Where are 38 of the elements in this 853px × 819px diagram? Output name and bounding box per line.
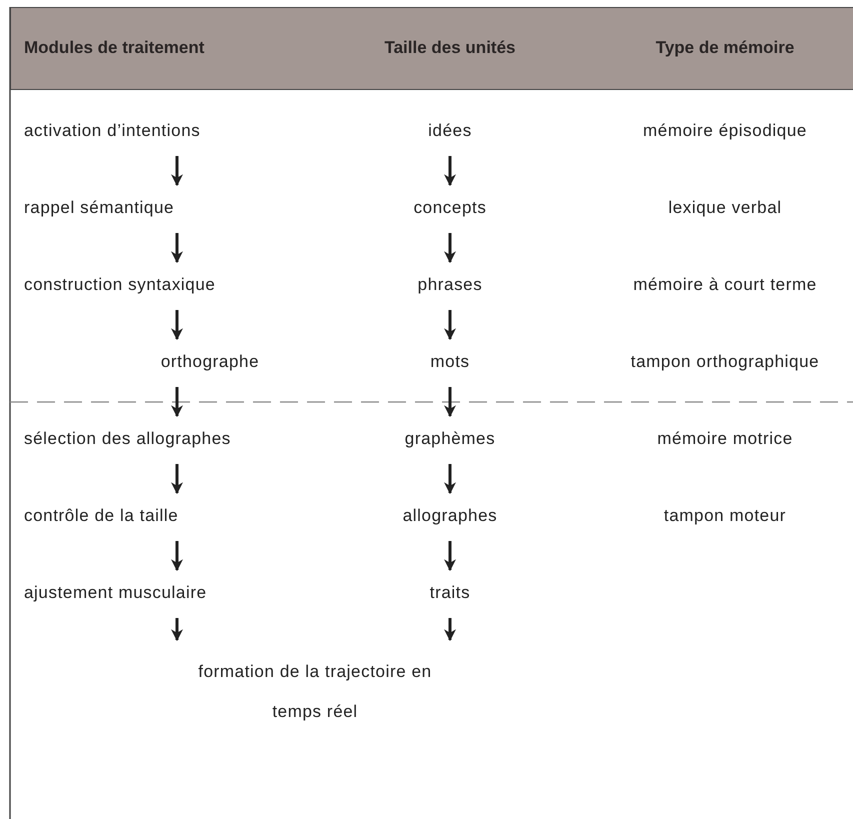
- arrow: [444, 387, 456, 418]
- process-label: sélection des allographes: [24, 428, 231, 450]
- arrow: [171, 310, 183, 340]
- arrow: [171, 618, 183, 642]
- process-label: idées: [428, 120, 472, 142]
- process-label: formation de la trajectoire en temps réel: [190, 652, 440, 732]
- arrow: [171, 233, 183, 264]
- memory-type-label: tampon moteur: [664, 505, 786, 527]
- arrow: [444, 618, 456, 642]
- process-label: ajustement musculaire: [24, 582, 207, 604]
- arrow: [444, 310, 456, 340]
- arrow: [444, 464, 456, 494]
- arrow: [171, 464, 183, 494]
- process-label: mots: [430, 351, 470, 373]
- arrow: [171, 156, 183, 186]
- arrow: [444, 541, 456, 572]
- process-label: graphèmes: [404, 428, 496, 450]
- process-label: traits: [430, 582, 470, 604]
- memory-type-label: mémoire motrice: [657, 428, 793, 450]
- arrow: [171, 387, 183, 418]
- process-label: allographes: [402, 505, 498, 527]
- process-label: rappel sémantique: [24, 197, 174, 219]
- arrow: [171, 541, 183, 572]
- memory-type-label: tampon orthographique: [630, 351, 820, 373]
- column-header: Modules de traitement: [24, 37, 204, 59]
- arrow: [444, 156, 456, 186]
- process-label: phrases: [418, 274, 482, 296]
- process-label: activation d’intentions: [24, 120, 200, 142]
- process-label: contrôle de la taille: [24, 505, 178, 527]
- column-header: Taille des unités: [384, 37, 516, 59]
- process-label: concepts: [414, 197, 486, 219]
- memory-type-label: mémoire à court terme: [633, 274, 817, 296]
- column-header: Type de mémoire: [656, 37, 794, 59]
- memory-type-label: lexique verbal: [668, 197, 782, 219]
- arrow: [444, 233, 456, 264]
- process-label: construction syntaxique: [24, 274, 216, 296]
- process-label: orthographe: [160, 351, 260, 373]
- memory-type-label: mémoire épisodique: [643, 120, 807, 142]
